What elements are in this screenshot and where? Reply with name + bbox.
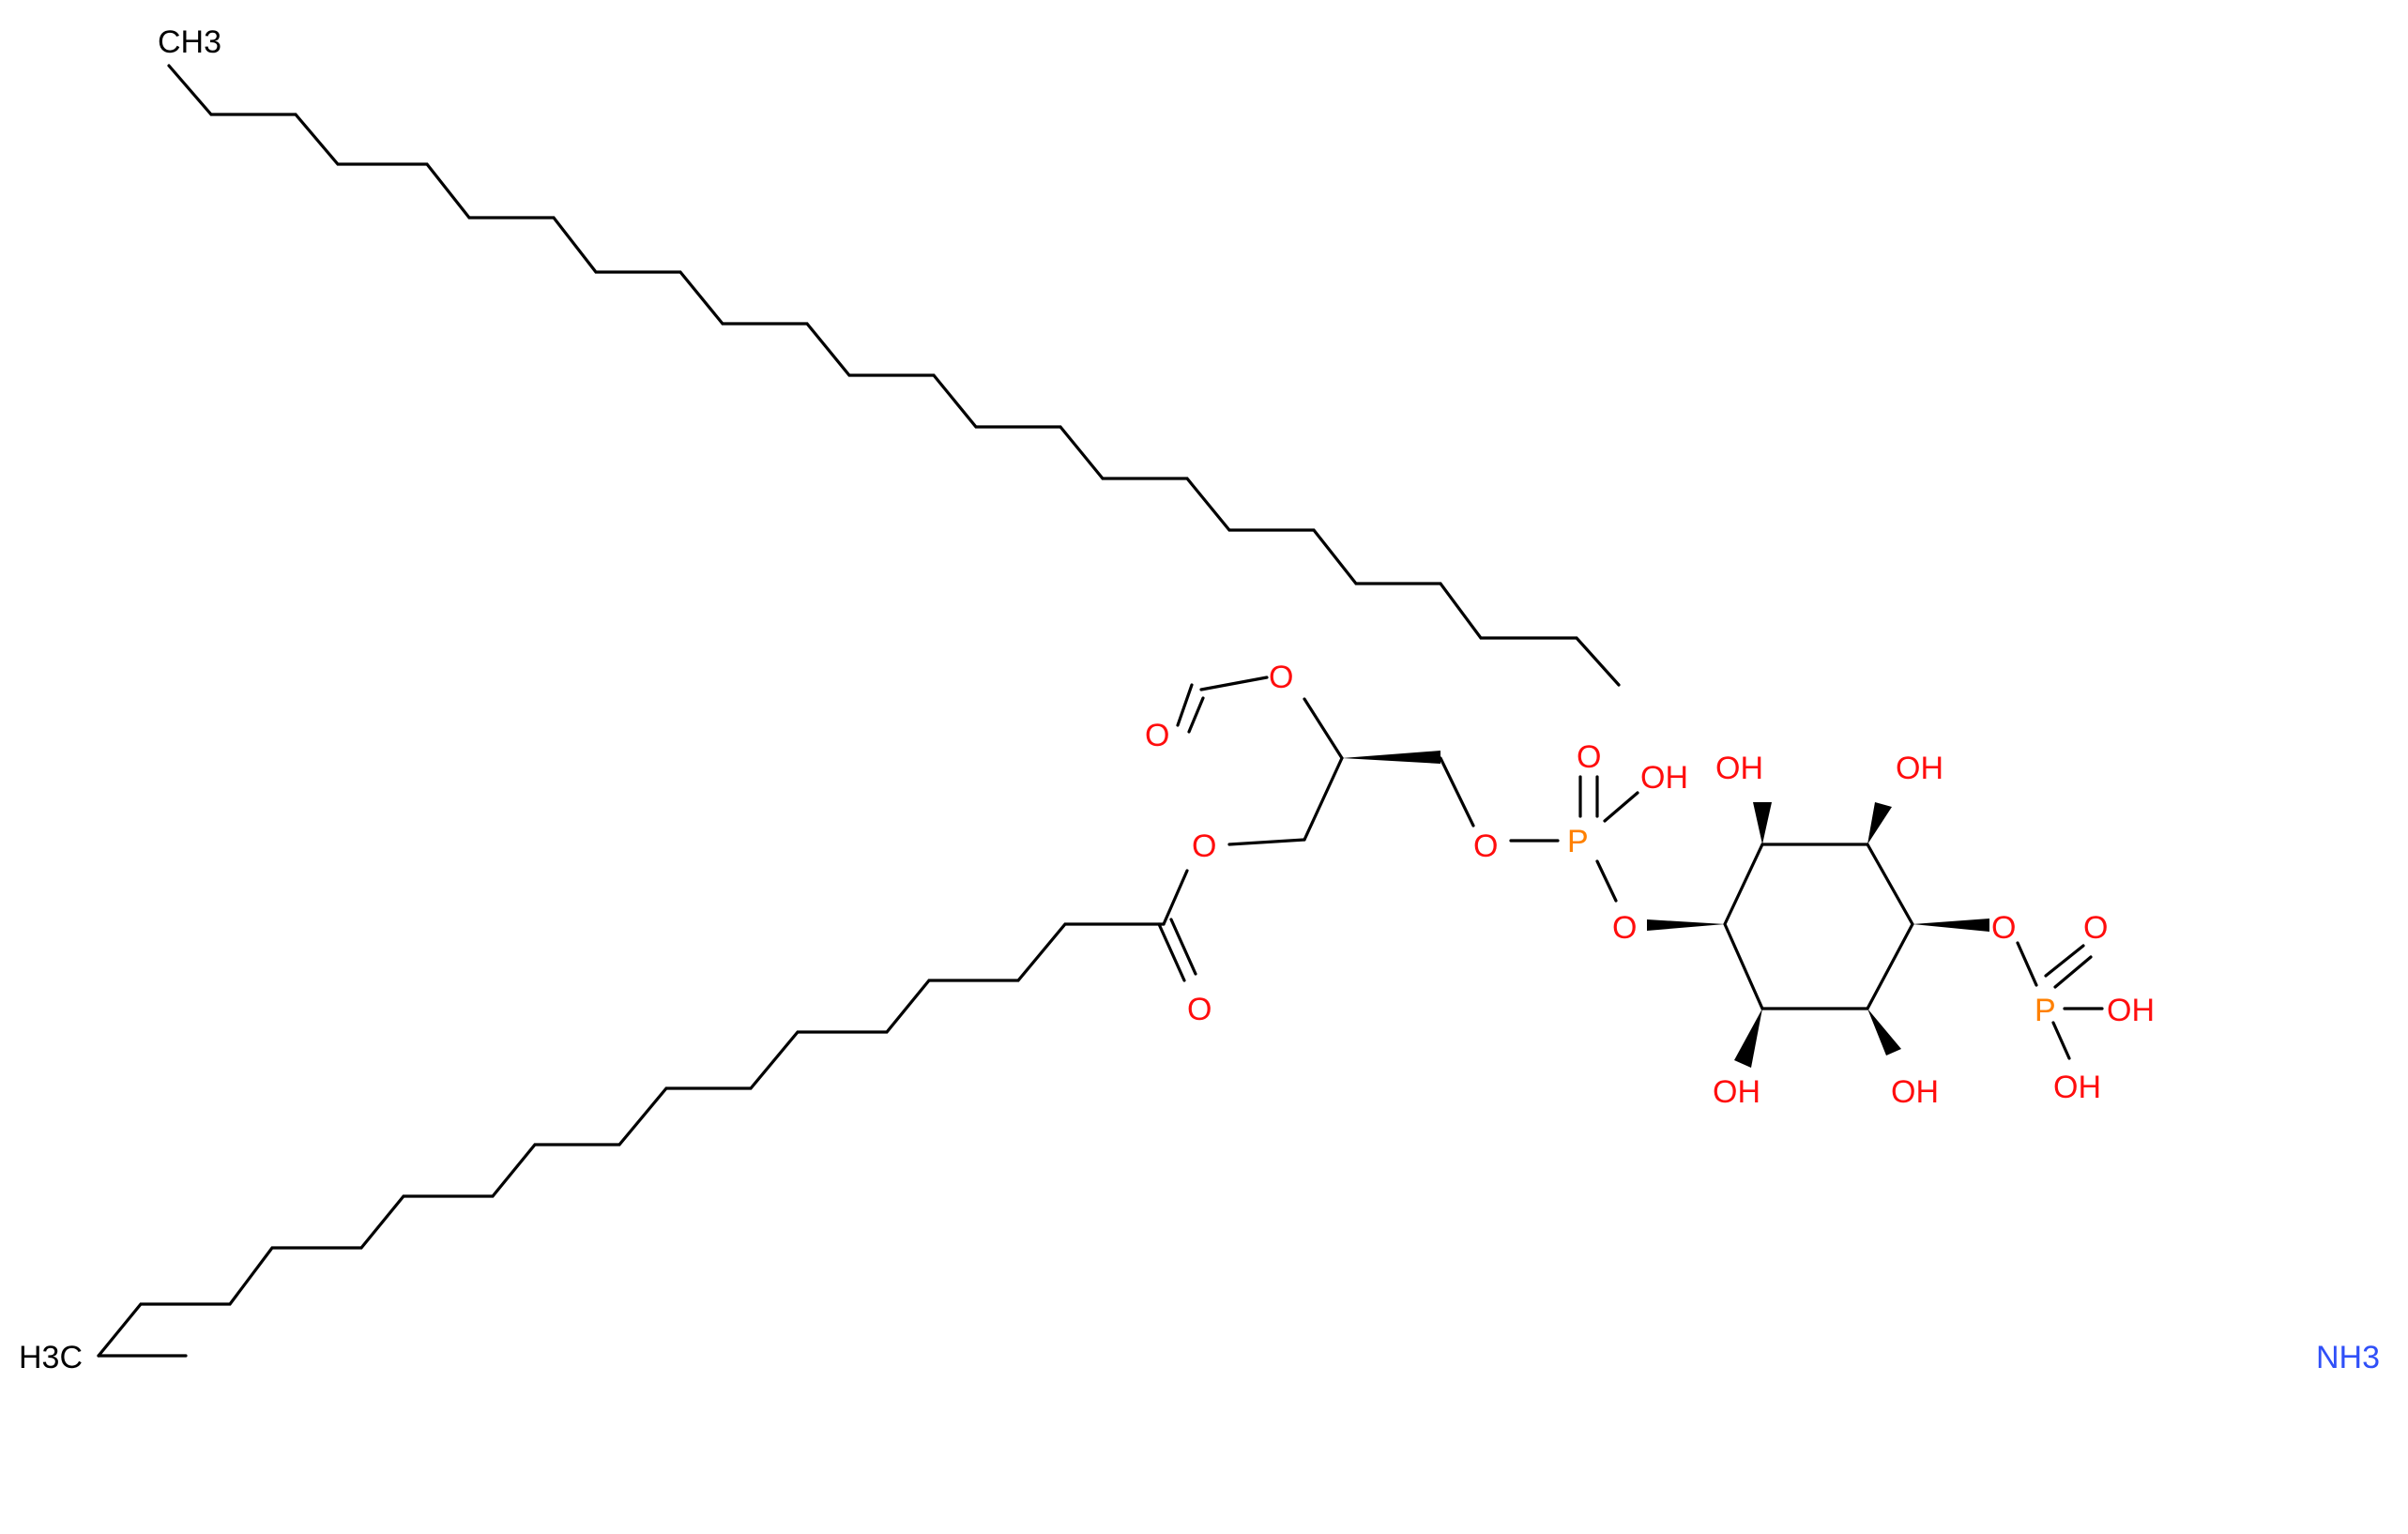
upper-ester-c-o (1199, 676, 1269, 691)
label-o-carbonyl-top: O (1145, 718, 1169, 753)
label-p1-oh: OH (1640, 760, 1688, 796)
phosphate2-double-1 (2044, 944, 2085, 978)
label-p2: P (2035, 993, 2056, 1028)
upper-ester-o-c2 (1303, 697, 1344, 760)
upper-carbonyl-bond-1 (1176, 683, 1194, 727)
lower-carbonyl-bond-1 (1157, 922, 1186, 982)
label-p1-oxo: O (1577, 739, 1601, 775)
lower-carbonyl-bond-2 (1169, 918, 1197, 976)
label-ch3-top: CH3 (158, 24, 221, 60)
label-p2-oxo: O (2083, 910, 2108, 946)
ring-hashed-bond-oh-br (1867, 1009, 1901, 1056)
label-p1: P (1567, 824, 1589, 859)
phosphate2-double-2 (2053, 955, 2093, 989)
label-oh-ring-tr: OH (1896, 751, 1943, 786)
phosphate1-p-oh (1603, 791, 1639, 823)
label-o-glycerol: O (1473, 828, 1498, 864)
glycerol-c1-o (1227, 838, 1306, 846)
label-oh-ring-bl: OH (1713, 1074, 1760, 1110)
phosphate1-p-o (1595, 859, 1618, 903)
label-ch3-bottom: H3C (19, 1340, 83, 1375)
upper-acyl-chain (167, 64, 1621, 687)
ring-hashed-bond-o (1647, 919, 1725, 931)
label-o-carbonyl-bottom: O (1187, 992, 1212, 1027)
label-o-ester-top: O (1269, 660, 1293, 695)
label-o-bridge2: O (1991, 910, 2016, 946)
label-p2-oh2: OH (2053, 1070, 2101, 1105)
lower-acyl-chain (97, 922, 1166, 1358)
label-oh-ring-br: OH (1891, 1074, 1939, 1110)
ring-wedge-bond-oh-bl (1734, 1009, 1762, 1068)
glycerol-c3-o (1439, 756, 1475, 828)
label-nh3: NH3 (2316, 1340, 2380, 1375)
phosphate2-o-p (2016, 941, 2038, 987)
glycerol-c2-c1 (1303, 756, 1344, 842)
ring-hashed-bond-oh-tr (1867, 802, 1892, 844)
upper-carbonyl-bond-2 (1187, 696, 1205, 734)
label-o-bridge1: O (1612, 910, 1637, 946)
glycerol-wedge-bond (1342, 751, 1440, 764)
label-o-ester-bottom: O (1192, 828, 1216, 864)
ring-hashed-bond-oh-tl (1753, 802, 1772, 844)
label-p2-oh1: OH (2107, 993, 2155, 1028)
ring-wedge-bond-o (1913, 919, 1989, 932)
lower-ester-o-c (1162, 869, 1189, 926)
label-oh-ring-tl: OH (1715, 751, 1763, 786)
inositol-ring (1723, 843, 1914, 1010)
phosphate2-p-oh2 (2051, 1021, 2071, 1060)
